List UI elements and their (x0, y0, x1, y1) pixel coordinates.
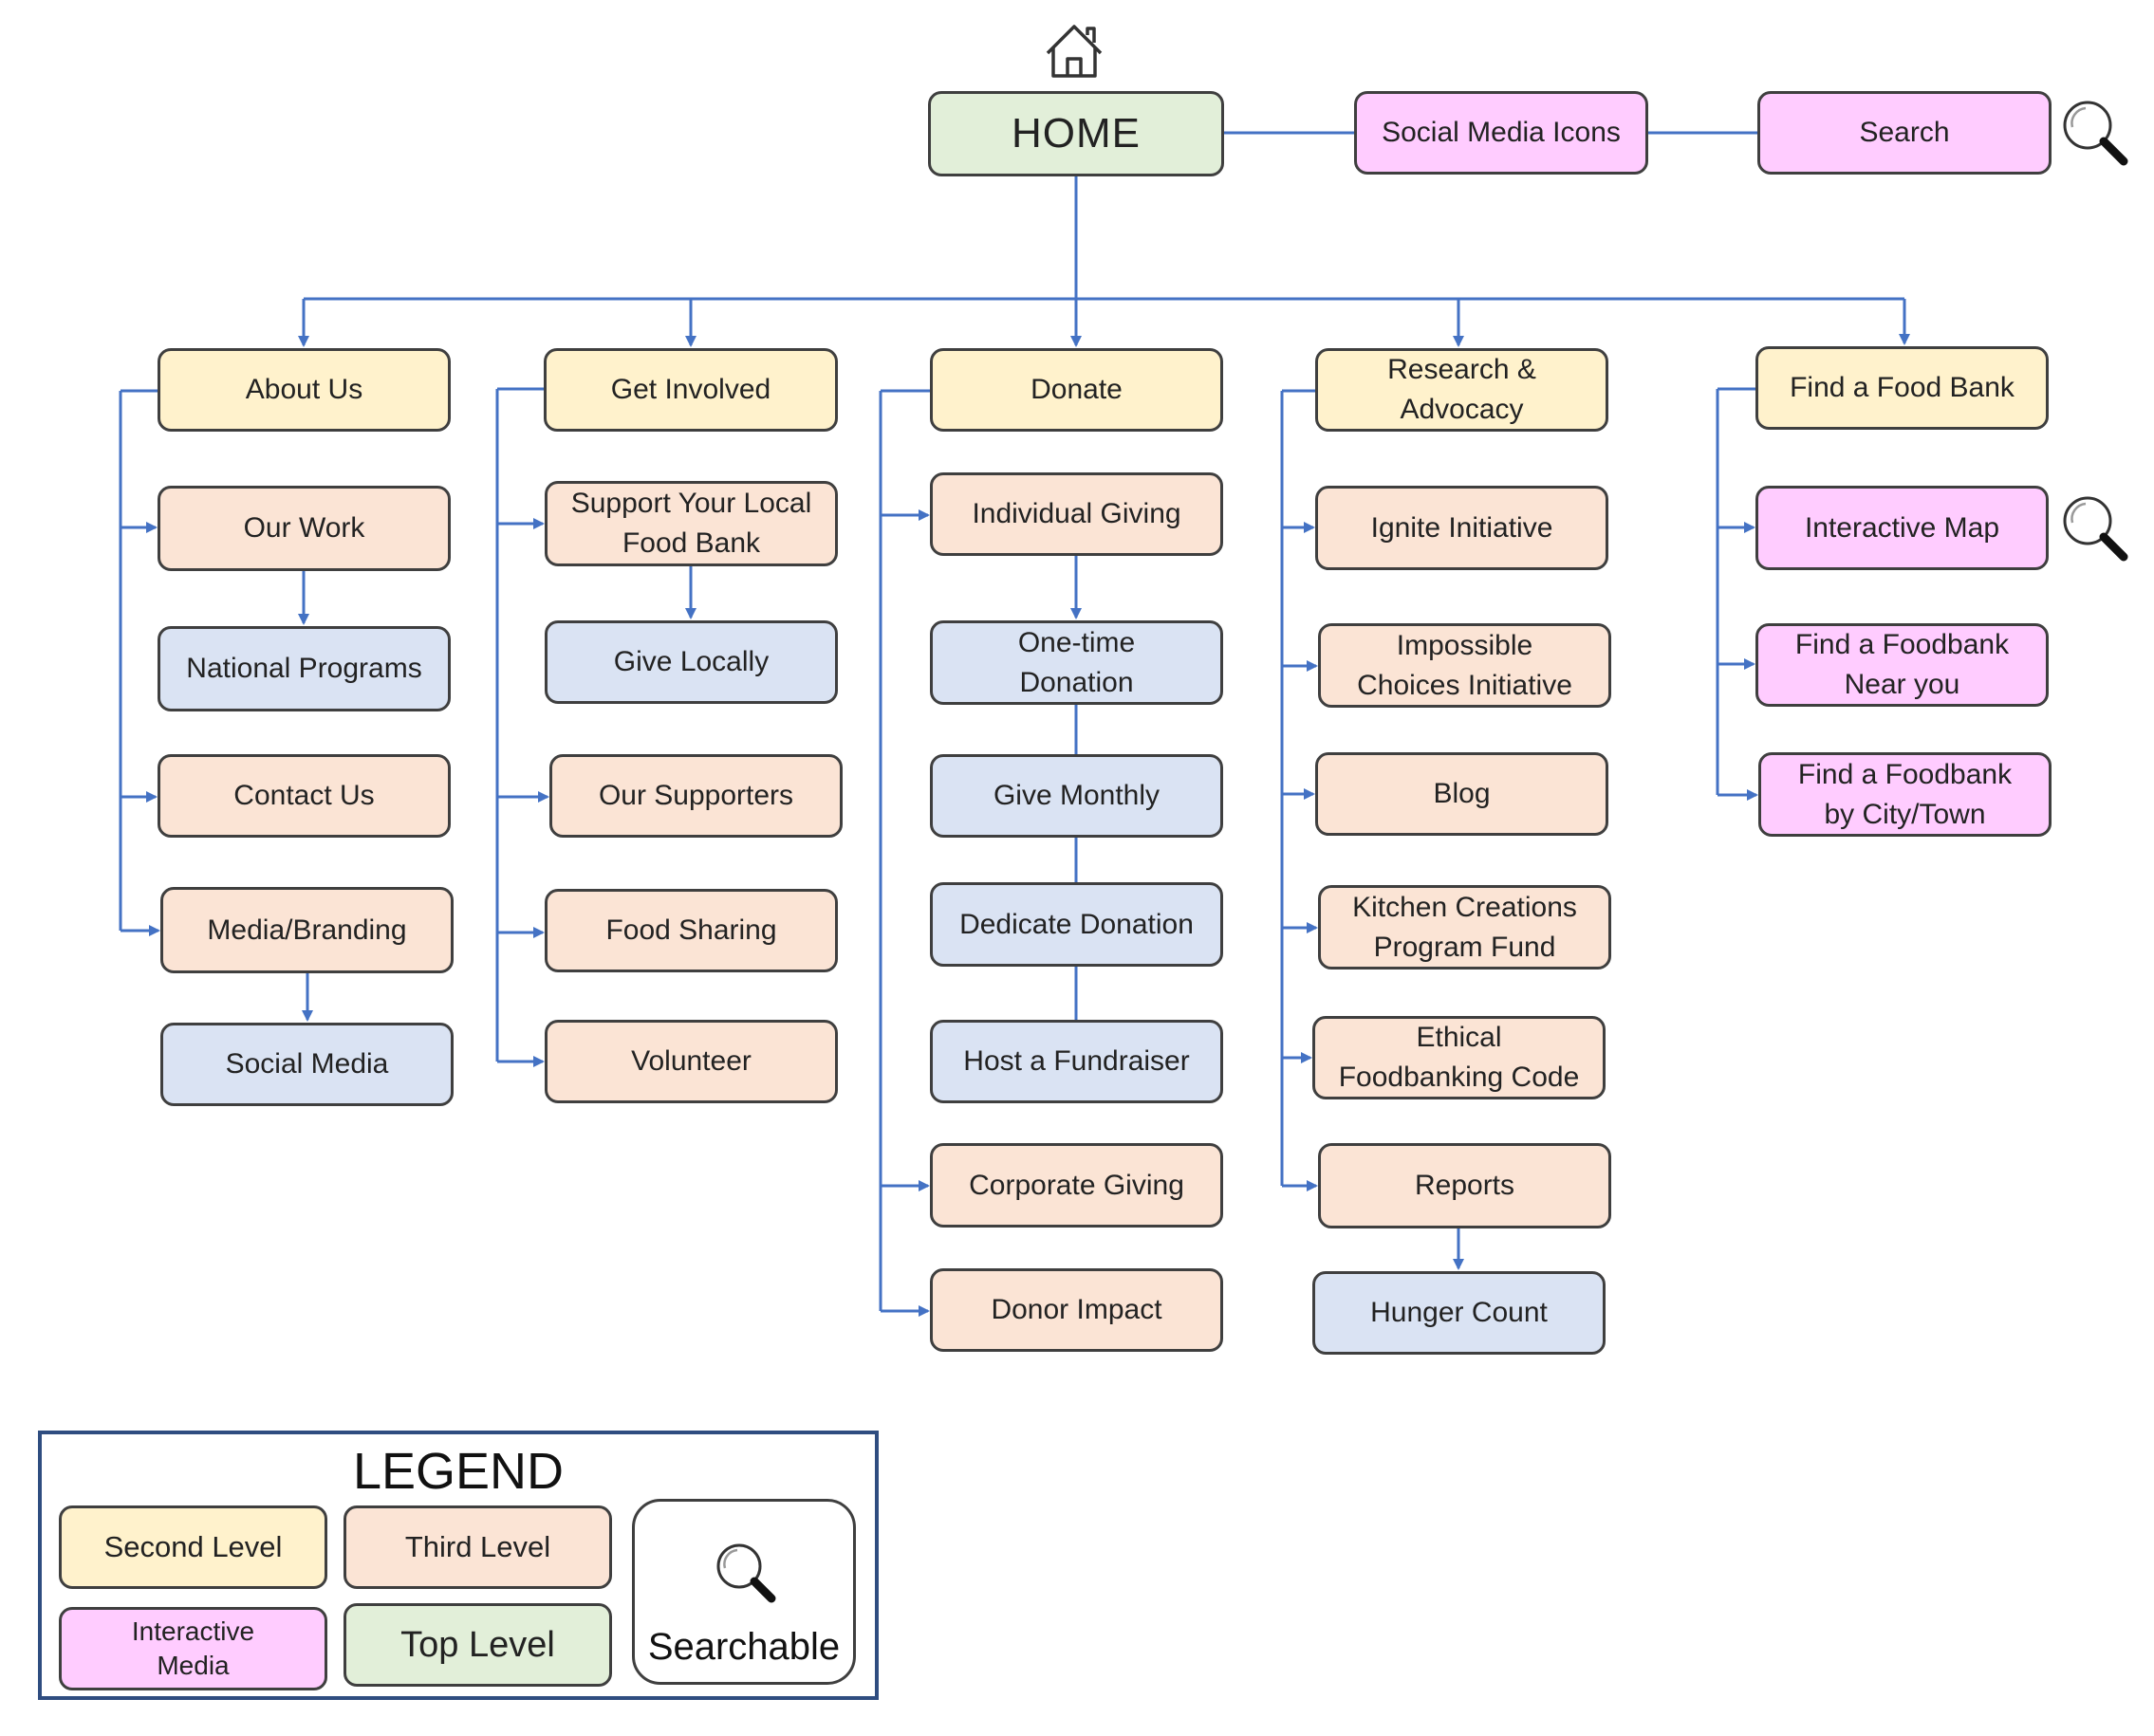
node-hunger-count: Hunger Count (1312, 1271, 1606, 1355)
node-donate: Donate (930, 348, 1223, 432)
node-contact-us: Contact Us (158, 754, 451, 838)
node-media-branding: Media/Branding (160, 887, 454, 973)
legend: LEGEND Second Level Third Level Interact… (38, 1431, 879, 1700)
node-get-involved: Get Involved (544, 348, 838, 432)
node-volunteer: Volunteer (545, 1020, 838, 1103)
node-host-fundraiser: Host a Fundraiser (930, 1020, 1223, 1103)
node-home: HOME (928, 91, 1224, 176)
legend-searchable-label: Searchable (647, 1626, 841, 1668)
legend-searchable: Searchable (632, 1499, 856, 1685)
legend-second-level: Second Level (59, 1505, 327, 1589)
node-social-media-icons: Social Media Icons (1354, 91, 1648, 175)
node-our-work: Our Work (158, 486, 451, 571)
node-search: Search (1757, 91, 2052, 175)
node-individual-giving: Individual Giving (930, 472, 1223, 556)
magnifier-icon (2063, 496, 2128, 562)
node-reports: Reports (1318, 1143, 1611, 1228)
magnifier-icon (716, 1543, 776, 1603)
legend-top-level: Top Level (344, 1603, 612, 1687)
node-blog: Blog (1315, 752, 1608, 836)
node-give-monthly: Give Monthly (930, 754, 1223, 838)
node-corporate-giving: Corporate Giving (930, 1143, 1223, 1228)
home-icon (1046, 25, 1103, 78)
legend-third-level: Third Level (344, 1505, 612, 1589)
node-national-programs: National Programs (158, 626, 451, 711)
node-find-a-food-bank: Find a Food Bank (1755, 346, 2049, 430)
node-our-supporters: Our Supporters (549, 754, 843, 838)
node-interactive-map: Interactive Map (1755, 486, 2049, 570)
node-dedicate-donation: Dedicate Donation (930, 882, 1223, 967)
magnifier-icon (2063, 101, 2128, 166)
node-social-media: Social Media (160, 1023, 454, 1106)
node-donor-impact: Donor Impact (930, 1268, 1223, 1352)
node-food-sharing: Food Sharing (545, 889, 838, 972)
node-give-locally: Give Locally (545, 620, 838, 704)
node-ignite-initiative: Ignite Initiative (1315, 486, 1608, 570)
node-about-us: About Us (158, 348, 451, 432)
node-research-advocacy: Research &Advocacy (1315, 348, 1608, 432)
legend-title: LEGEND (352, 1443, 565, 1500)
